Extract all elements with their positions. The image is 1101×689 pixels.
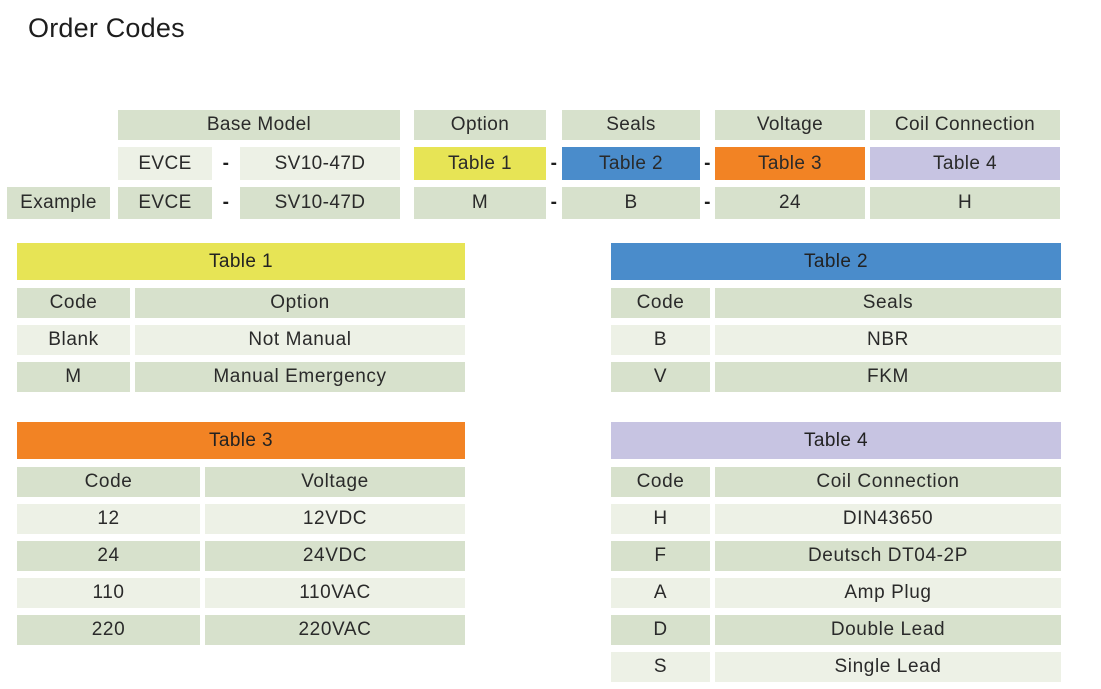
- dash-separator: -: [222, 152, 230, 174]
- column-header-code: Code: [17, 288, 130, 318]
- cell-value: DIN43650: [715, 504, 1061, 534]
- table-1-header-bar: Table 1: [17, 243, 465, 280]
- column-header-option: Option: [135, 288, 465, 318]
- table-row: 24 24VDC: [17, 541, 465, 571]
- cell-value: Manual Emergency: [135, 362, 465, 392]
- table-row: 220 220VAC: [17, 615, 465, 645]
- table-4-header-bar: Table 4: [611, 422, 1061, 459]
- table-row: 12 12VDC: [17, 504, 465, 534]
- cell-value: 24VDC: [205, 541, 465, 571]
- table-row: F Deutsch DT04-2P: [611, 541, 1061, 571]
- column-header-code: Code: [611, 288, 710, 318]
- dash-separator: -: [704, 192, 711, 213]
- table-3-header-bar: Table 3: [17, 422, 465, 459]
- column-header-code: Code: [611, 467, 710, 497]
- column-header-voltage: Voltage: [715, 110, 865, 140]
- example-coil-cell: H: [870, 187, 1060, 219]
- column-header-option: Option: [414, 110, 546, 140]
- column-header-voltage: Voltage: [205, 467, 465, 497]
- code-prefix-cell: EVCE: [118, 147, 212, 180]
- cell-code: D: [611, 615, 710, 645]
- cell-code: A: [611, 578, 710, 608]
- table-2-seals: Table 2 Code Seals B NBR V FKM: [611, 243, 1061, 399]
- cell-code: B: [611, 325, 710, 355]
- cell-code: Blank: [17, 325, 130, 355]
- table-row: S Single Lead: [611, 652, 1061, 682]
- cell-code: 24: [17, 541, 200, 571]
- example-seals-cell: B: [562, 187, 700, 219]
- cell-value: 110VAC: [205, 578, 465, 608]
- cell-value: Single Lead: [715, 652, 1061, 682]
- column-header-base-model: Base Model: [118, 110, 400, 140]
- cell-value: Double Lead: [715, 615, 1061, 645]
- table-4-coil-connection: Table 4 Code Coil Connection H DIN43650 …: [611, 422, 1061, 689]
- cell-code: M: [17, 362, 130, 392]
- code-voltage-ref-cell: Table 3: [715, 147, 865, 180]
- cell-code: H: [611, 504, 710, 534]
- cell-value: NBR: [715, 325, 1061, 355]
- cell-value: Not Manual: [135, 325, 465, 355]
- dash-separator: -: [704, 152, 711, 174]
- table-header-row: Code Coil Connection: [611, 467, 1061, 497]
- table-row: D Double Lead: [611, 615, 1061, 645]
- dash-separator: -: [222, 192, 230, 213]
- table-row: M Manual Emergency: [17, 362, 465, 392]
- cell-code: 110: [17, 578, 200, 608]
- cell-code: V: [611, 362, 710, 392]
- cell-code: 12: [17, 504, 200, 534]
- page-title: Order Codes: [28, 13, 185, 43]
- example-voltage-cell: 24: [715, 187, 865, 219]
- cell-value: 12VDC: [205, 504, 465, 534]
- column-header-coil-connection: Coil Connection: [870, 110, 1060, 140]
- table-3-voltage: Table 3 Code Voltage 12 12VDC 24 24VDC 1…: [17, 422, 465, 652]
- example-model-cell: SV10-47D: [240, 187, 400, 219]
- cell-code: S: [611, 652, 710, 682]
- code-model-cell: SV10-47D: [240, 147, 400, 180]
- table-header-row: Code Option: [17, 288, 465, 318]
- cell-value: FKM: [715, 362, 1061, 392]
- table-row: B NBR: [611, 325, 1061, 355]
- column-header-code: Code: [17, 467, 200, 497]
- order-code-builder: Base Model Option Seals Voltage Coil Con…: [7, 110, 1060, 219]
- cell-code: 220: [17, 615, 200, 645]
- table-row: H DIN43650: [611, 504, 1061, 534]
- dash-separator: -: [550, 192, 558, 213]
- cell-value: Deutsch DT04-2P: [715, 541, 1061, 571]
- table-header-row: Code Seals: [611, 288, 1061, 318]
- code-seals-ref-cell: Table 2: [562, 147, 700, 180]
- table-2-header-bar: Table 2: [611, 243, 1061, 280]
- example-option-cell: M: [414, 187, 546, 219]
- column-header-coil-connection: Coil Connection: [715, 467, 1061, 497]
- table-row: 110 110VAC: [17, 578, 465, 608]
- cell-value: 220VAC: [205, 615, 465, 645]
- table-row: V FKM: [611, 362, 1061, 392]
- table-row: A Amp Plug: [611, 578, 1061, 608]
- example-prefix-cell: EVCE: [118, 187, 212, 219]
- code-option-ref-cell: Table 1: [414, 147, 546, 180]
- cell-code: F: [611, 541, 710, 571]
- table-1-option: Table 1 Code Option Blank Not Manual M M…: [17, 243, 465, 399]
- code-coil-ref-cell: Table 4: [870, 147, 1060, 180]
- column-header-seals: Seals: [715, 288, 1061, 318]
- cell-value: Amp Plug: [715, 578, 1061, 608]
- table-row: Blank Not Manual: [17, 325, 465, 355]
- dash-separator: -: [550, 152, 558, 174]
- table-header-row: Code Voltage: [17, 467, 465, 497]
- column-header-seals: Seals: [562, 110, 700, 140]
- example-label: Example: [7, 187, 110, 219]
